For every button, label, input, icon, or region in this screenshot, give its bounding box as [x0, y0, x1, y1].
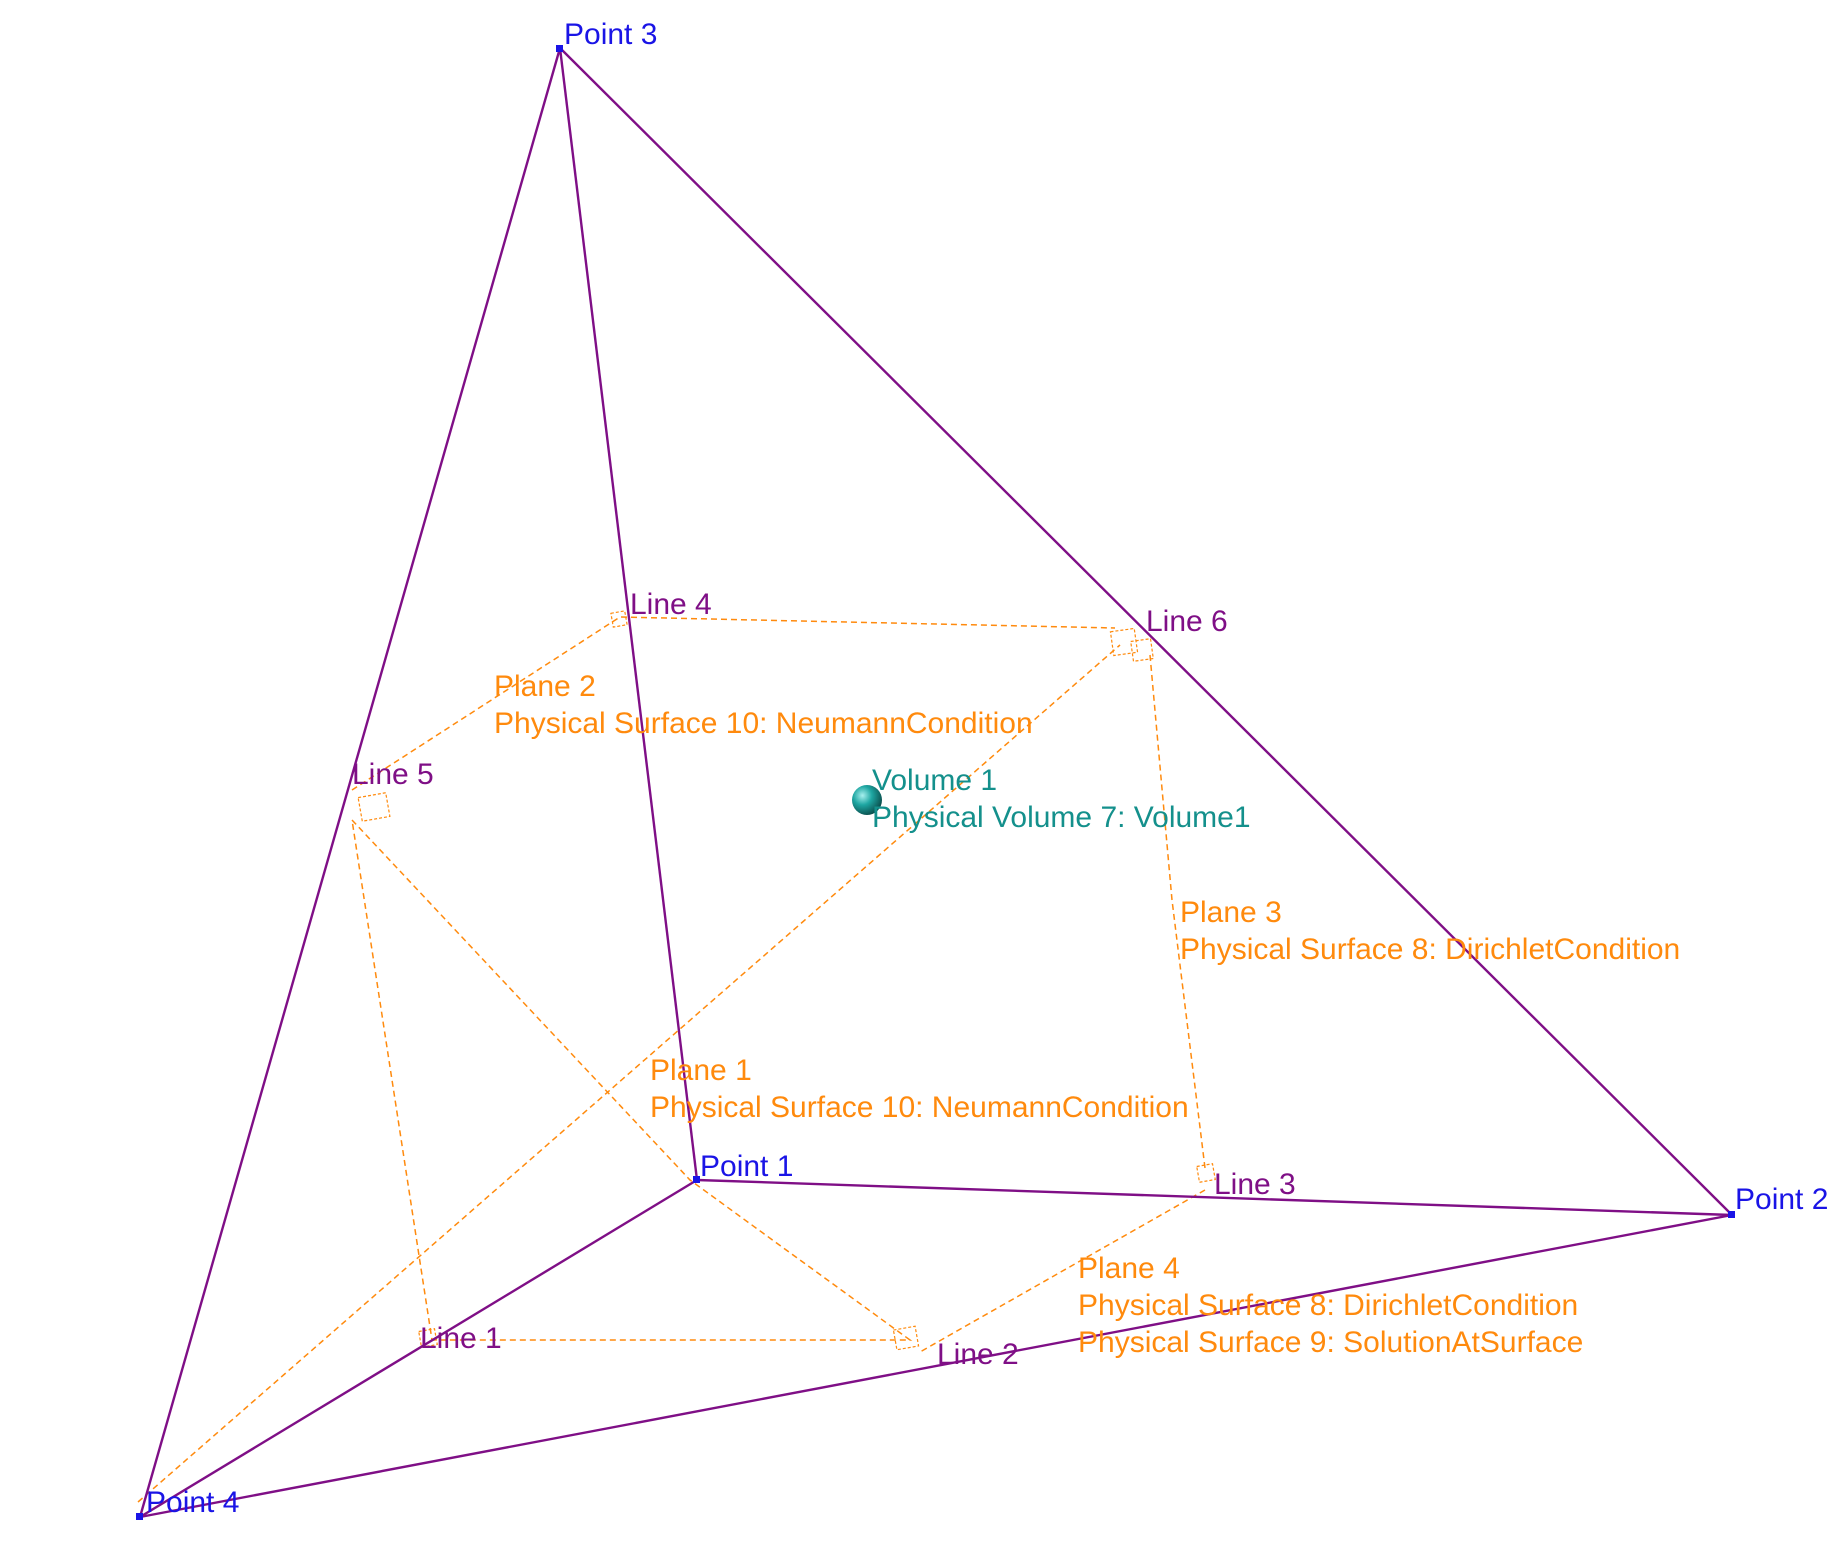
plane-2-label: Plane 2 Physical Surface 10: NeumannCond…: [494, 668, 1033, 742]
line-1-label: Line 1: [420, 1322, 502, 1355]
plane-3-physical: Physical Surface 8: DirichletCondition: [1180, 933, 1681, 966]
edge-point1-point2[interactable]: [696, 1178, 1733, 1217]
line-4-label: Line 4: [630, 588, 712, 621]
plane-3-outline[interactable]: [1149, 654, 1206, 1169]
plane-4-physical-1: Physical Surface 8: DirichletCondition: [1078, 1289, 1579, 1322]
plane-3-label: Plane 3 Physical Surface 8: DirichletCon…: [1180, 894, 1680, 968]
point-1-marker[interactable]: [693, 1176, 700, 1183]
edge-point3-point2[interactable]: [559, 47, 1733, 1216]
edge-point1-point4[interactable]: [139, 1178, 698, 1519]
diagonal-plane-edge: [137, 644, 1121, 1503]
plane-4-physical-2: Physical Surface 9: SolutionAtSurface: [1078, 1326, 1584, 1359]
plane-outlines: [137, 616, 1206, 1503]
line-5-label: Line 5: [352, 758, 434, 791]
volume-1-physical: Physical Volume 7: Volume1: [872, 801, 1251, 834]
plane-1-outline[interactable]: [351, 819, 913, 1341]
line-2-label: Line 2: [937, 1338, 1019, 1371]
point-4-label: Point 4: [146, 1486, 240, 1519]
volume-1-sphere[interactable]: [852, 785, 882, 815]
plane-2-physical: Physical Surface 10: NeumannCondition: [494, 707, 1033, 740]
line-1-marker[interactable]: [418, 1328, 438, 1348]
line-2-marker[interactable]: [892, 1325, 920, 1351]
plane-3-name: Plane 3: [1180, 896, 1282, 929]
point-4-marker[interactable]: [136, 1513, 143, 1520]
plane-4-label: Plane 4 Physical Surface 8: DirichletCon…: [1078, 1250, 1583, 1361]
point-3-label: Point 3: [564, 18, 658, 51]
plane-1-label: Plane 1 Physical Surface 10: NeumannCond…: [650, 1052, 1189, 1126]
line-6-marker[interactable]: [1109, 627, 1139, 657]
line-markers: [357, 610, 1216, 1351]
tetrahedron-edges: [138, 47, 1733, 1519]
line-3-marker[interactable]: [1196, 1163, 1216, 1183]
plane-4-outline[interactable]: [919, 1189, 1206, 1353]
plane-1-name: Plane 1: [650, 1054, 752, 1087]
volume-1-label: Volume 1 Physical Volume 7: Volume1: [872, 762, 1251, 836]
edge-point4-point2[interactable]: [139, 1213, 1733, 1519]
line-5-marker[interactable]: [357, 792, 391, 822]
plane-1-physical: Physical Surface 10: NeumannCondition: [650, 1091, 1189, 1124]
plane-2-name: Plane 2: [494, 670, 596, 703]
edge-point3-point4[interactable]: [138, 47, 562, 1518]
point-2-marker[interactable]: [1728, 1211, 1735, 1218]
line-6-label: Line 6: [1146, 605, 1228, 638]
vertex-markers: [136, 45, 1735, 1520]
point-2-label: Point 2: [1735, 1183, 1829, 1216]
point-3-marker[interactable]: [556, 45, 563, 52]
edge-point3-point1[interactable]: [558, 47, 699, 1181]
volume-1-name: Volume 1: [872, 764, 998, 797]
line-6-marker-2[interactable]: [1130, 638, 1154, 662]
point-1-label: Point 1: [700, 1150, 794, 1183]
line-4-marker[interactable]: [610, 610, 628, 628]
line-3-label: Line 3: [1214, 1168, 1296, 1201]
plane-4-name: Plane 4: [1078, 1252, 1180, 1285]
